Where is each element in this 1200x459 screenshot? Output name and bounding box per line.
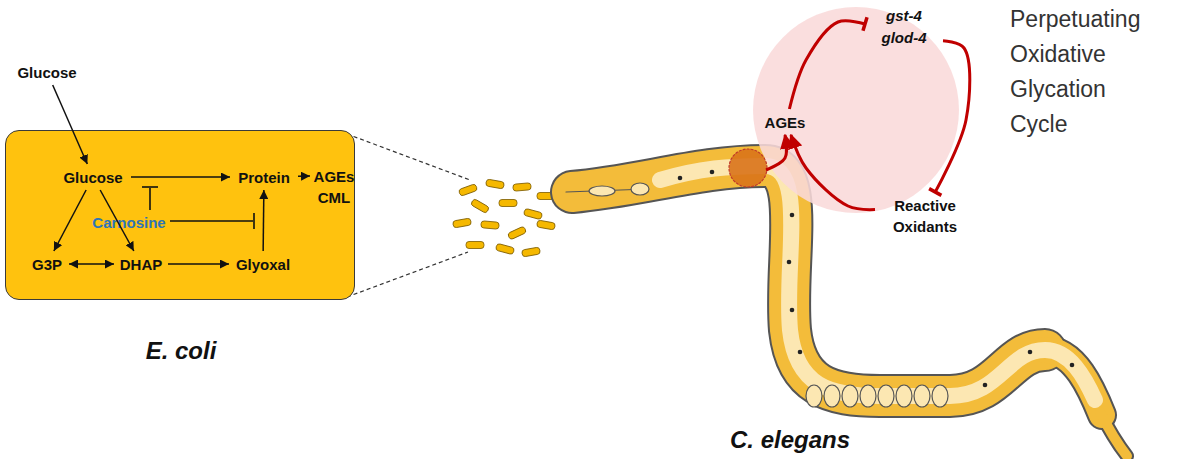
molecule-node: Glucose (58, 167, 128, 187)
node-heading: C. elegans (700, 424, 880, 456)
nucleus (790, 308, 795, 313)
bacterium (458, 184, 477, 197)
nucleus (710, 170, 715, 175)
organism-box: Glucose Protein AGEsCML CarnosineG3P DHAP Gly… (5, 130, 355, 300)
node-heading: E. coli (111, 335, 251, 367)
egg-row (806, 385, 948, 407)
nucleus (790, 213, 795, 218)
circle-outline (752, 4, 960, 216)
egg (914, 385, 930, 407)
gut-spot (729, 149, 767, 187)
nucleus (1028, 350, 1033, 355)
molecule-node: AGEsCML (314, 166, 354, 208)
molecule-node: AGEs (762, 112, 808, 132)
nucleus (678, 176, 683, 181)
node-label: Glucose (17, 62, 76, 83)
bacterium (513, 183, 532, 192)
nucleus (798, 350, 803, 355)
molecule-node: G3P (28, 254, 66, 274)
nucleus (1070, 363, 1075, 368)
egg (860, 385, 876, 407)
bacterium (537, 220, 556, 230)
node-label: Glyoxal (236, 254, 290, 275)
bacterium (453, 218, 472, 228)
node-label: DHAP (120, 254, 163, 275)
bacterium (486, 179, 505, 189)
node-label: Protein (238, 167, 290, 188)
egg (842, 385, 858, 407)
bacterium (481, 221, 500, 230)
bacterium (495, 243, 514, 254)
node-label: gst-4 (886, 5, 922, 27)
bacterium (507, 226, 526, 240)
dashed-leader (347, 252, 468, 297)
node-label: AGEs (314, 166, 355, 187)
cycle-backdrop (753, 7, 959, 213)
bacterium (470, 198, 489, 213)
bacterium (522, 247, 541, 257)
molecule-node: DHAP (117, 254, 165, 274)
worm-body (1100, 412, 1127, 456)
egg (932, 385, 948, 407)
node-label: AGEs (765, 112, 806, 133)
nucleus (787, 260, 792, 265)
zoom-lines (347, 134, 470, 297)
cycle-circle: AGEsgst-4glod-4Reactive OxidantsPerpetua… (752, 4, 960, 216)
molecule-node: Carnosine (89, 212, 169, 232)
egg (806, 385, 822, 407)
bacterium (499, 200, 517, 207)
node-label: CML (318, 187, 351, 208)
pharynx-bulb (631, 183, 649, 195)
node-label: Glucose (63, 167, 122, 188)
bacterium (523, 208, 542, 219)
egg (896, 385, 912, 407)
dashed-leader (347, 134, 470, 180)
node-heading: Perpetuating Oxidative Glycation Cycle (1010, 2, 1150, 152)
molecule-node: Protein (233, 167, 295, 187)
nucleus (983, 383, 988, 388)
bacteria-cluster (453, 179, 556, 257)
node-label: G3P (32, 254, 62, 275)
molecule-node: gst-4glod-4 (868, 4, 940, 50)
egg (824, 385, 840, 407)
node-label: Reactive Oxidants (878, 195, 972, 237)
molecule-node: Glyoxal (232, 254, 294, 274)
bacterium (466, 242, 484, 249)
molecule-node: Glucose (12, 62, 82, 82)
node-label: glod-4 (882, 27, 927, 49)
pharynx-bulb (589, 186, 615, 196)
egg (878, 385, 894, 407)
node-label: Carnosine (92, 212, 165, 233)
molecule-node: Reactive Oxidants (878, 195, 972, 237)
